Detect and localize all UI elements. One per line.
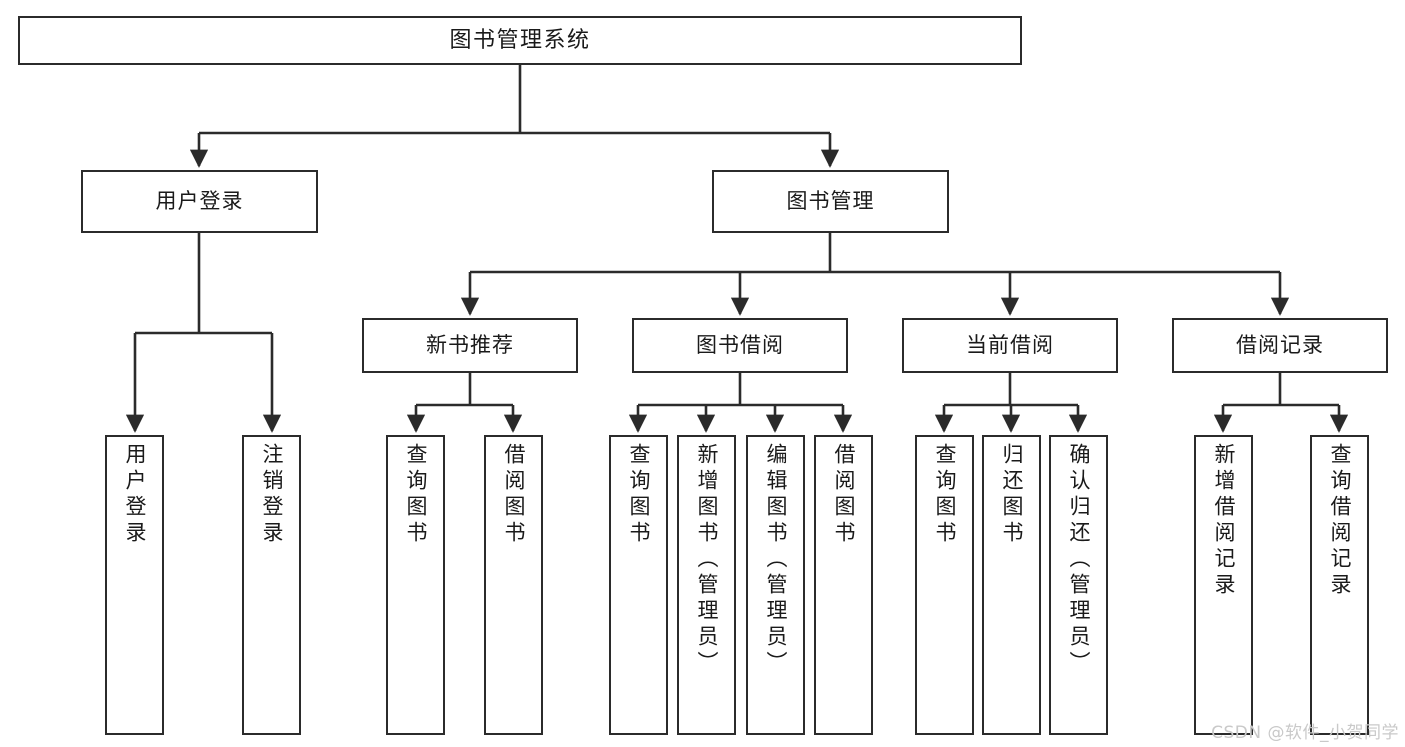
node-borrow-record[interactable]: 借阅记录 bbox=[1172, 318, 1388, 373]
node-label: 查询图书 bbox=[404, 443, 428, 547]
node-label: 新增借阅记录 bbox=[1212, 443, 1236, 599]
node-label: 确认归还（管理员） bbox=[1067, 443, 1091, 677]
node-book-management[interactable]: 图书管理 bbox=[712, 170, 949, 233]
node-leaf-edit-book-admin[interactable]: 编辑图书（管理员） bbox=[746, 435, 805, 735]
csdn-watermark: CSDN @软件_小贺同学 bbox=[1211, 723, 1399, 743]
node-current-borrow[interactable]: 当前借阅 bbox=[902, 318, 1118, 373]
node-label: 查询借阅记录 bbox=[1328, 443, 1352, 599]
node-leaf-query-borrow-record[interactable]: 查询借阅记录 bbox=[1310, 435, 1369, 735]
node-label: 注销登录 bbox=[260, 443, 284, 547]
node-leaf-borrow-book-newbook[interactable]: 借阅图书 bbox=[484, 435, 543, 735]
node-leaf-query-book-current[interactable]: 查询图书 bbox=[915, 435, 974, 735]
node-label: 借阅图书 bbox=[832, 443, 856, 547]
node-label: 借阅记录 bbox=[1236, 333, 1324, 358]
node-leaf-user-login[interactable]: 用户登录 bbox=[105, 435, 164, 735]
node-label: 新增图书（管理员） bbox=[695, 443, 719, 677]
node-label: 图书管理 bbox=[786, 189, 875, 214]
node-label: 图书借阅 bbox=[696, 333, 784, 358]
node-leaf-query-book-newbook[interactable]: 查询图书 bbox=[386, 435, 445, 735]
node-label: 编辑图书（管理员） bbox=[764, 443, 788, 677]
node-new-book-recommend[interactable]: 新书推荐 bbox=[362, 318, 578, 373]
node-user-login[interactable]: 用户登录 bbox=[81, 170, 318, 233]
node-leaf-query-book-borrow[interactable]: 查询图书 bbox=[609, 435, 668, 735]
node-root-system[interactable]: 图书管理系统 bbox=[18, 16, 1022, 65]
node-label: 借阅图书 bbox=[502, 443, 526, 547]
node-book-borrow[interactable]: 图书借阅 bbox=[632, 318, 848, 373]
node-label: 新书推荐 bbox=[426, 333, 514, 358]
node-label: 归还图书 bbox=[1000, 443, 1024, 547]
node-leaf-return-book[interactable]: 归还图书 bbox=[982, 435, 1041, 735]
node-leaf-confirm-return-admin[interactable]: 确认归还（管理员） bbox=[1049, 435, 1108, 735]
node-label: 用户登录 bbox=[155, 189, 244, 214]
node-label: 用户登录 bbox=[123, 443, 147, 547]
node-label: 当前借阅 bbox=[966, 333, 1054, 358]
node-label: 查询图书 bbox=[627, 443, 651, 547]
node-leaf-add-borrow-record[interactable]: 新增借阅记录 bbox=[1194, 435, 1253, 735]
node-leaf-add-book-admin[interactable]: 新增图书（管理员） bbox=[677, 435, 736, 735]
node-label: 图书管理系统 bbox=[449, 27, 591, 53]
node-leaf-logout[interactable]: 注销登录 bbox=[242, 435, 301, 735]
node-leaf-borrow-book[interactable]: 借阅图书 bbox=[814, 435, 873, 735]
node-label: 查询图书 bbox=[933, 443, 957, 547]
